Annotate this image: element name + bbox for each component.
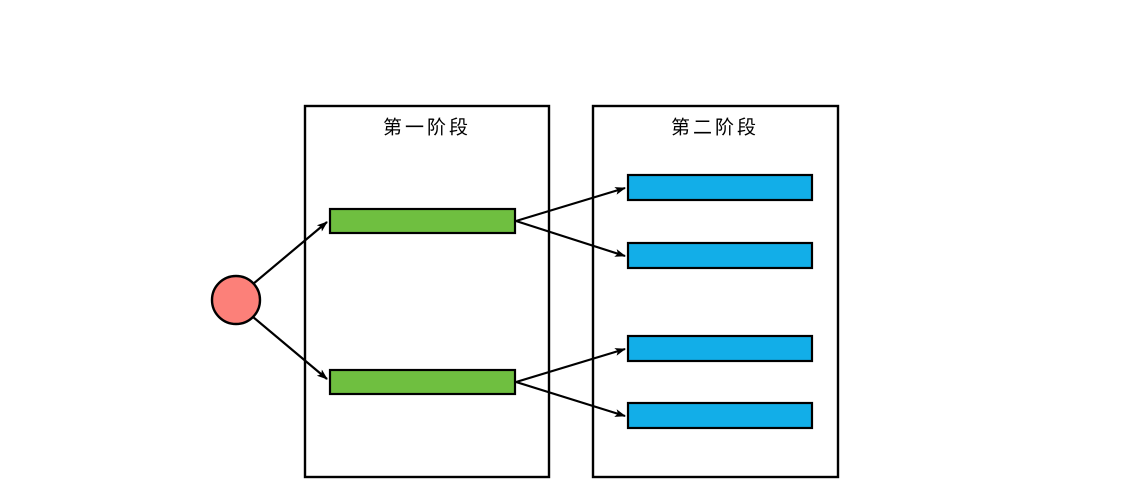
connector-stage-one-node-2-to-stage-two-node-4 [515, 380, 626, 418]
connector-start-to-stage-one-node-2 [252, 316, 328, 380]
stage-two-node-1[interactable] [626, 173, 814, 202]
connector-stage-one-node-1-to-stage-two-node-2 [515, 219, 626, 258]
stage-one-title: 第一阶段 [383, 117, 471, 139]
stage-two-title: 第二阶段 [671, 117, 759, 139]
stage-one-node-1[interactable] [328, 207, 517, 235]
connector-stage-one-node-1-to-stage-two-node-1 [515, 186, 626, 223]
stage-one-nodes [328, 207, 517, 396]
stage-one-border [303, 104, 551, 479]
connector-stage-one-node-2-to-stage-two-node-3 [515, 347, 626, 384]
stage-two-node-2[interactable] [626, 241, 814, 270]
stage-two-node-4[interactable] [626, 401, 814, 430]
stage-two-node-3[interactable] [626, 334, 814, 363]
start-node[interactable] [210, 274, 262, 326]
stage-one-node-2[interactable] [328, 368, 517, 396]
stage-two-nodes [626, 173, 814, 430]
connector-group [252, 186, 626, 418]
connector-start-to-stage-one-node-1 [252, 221, 328, 285]
stage-container-one: 第一阶段 [303, 104, 551, 479]
